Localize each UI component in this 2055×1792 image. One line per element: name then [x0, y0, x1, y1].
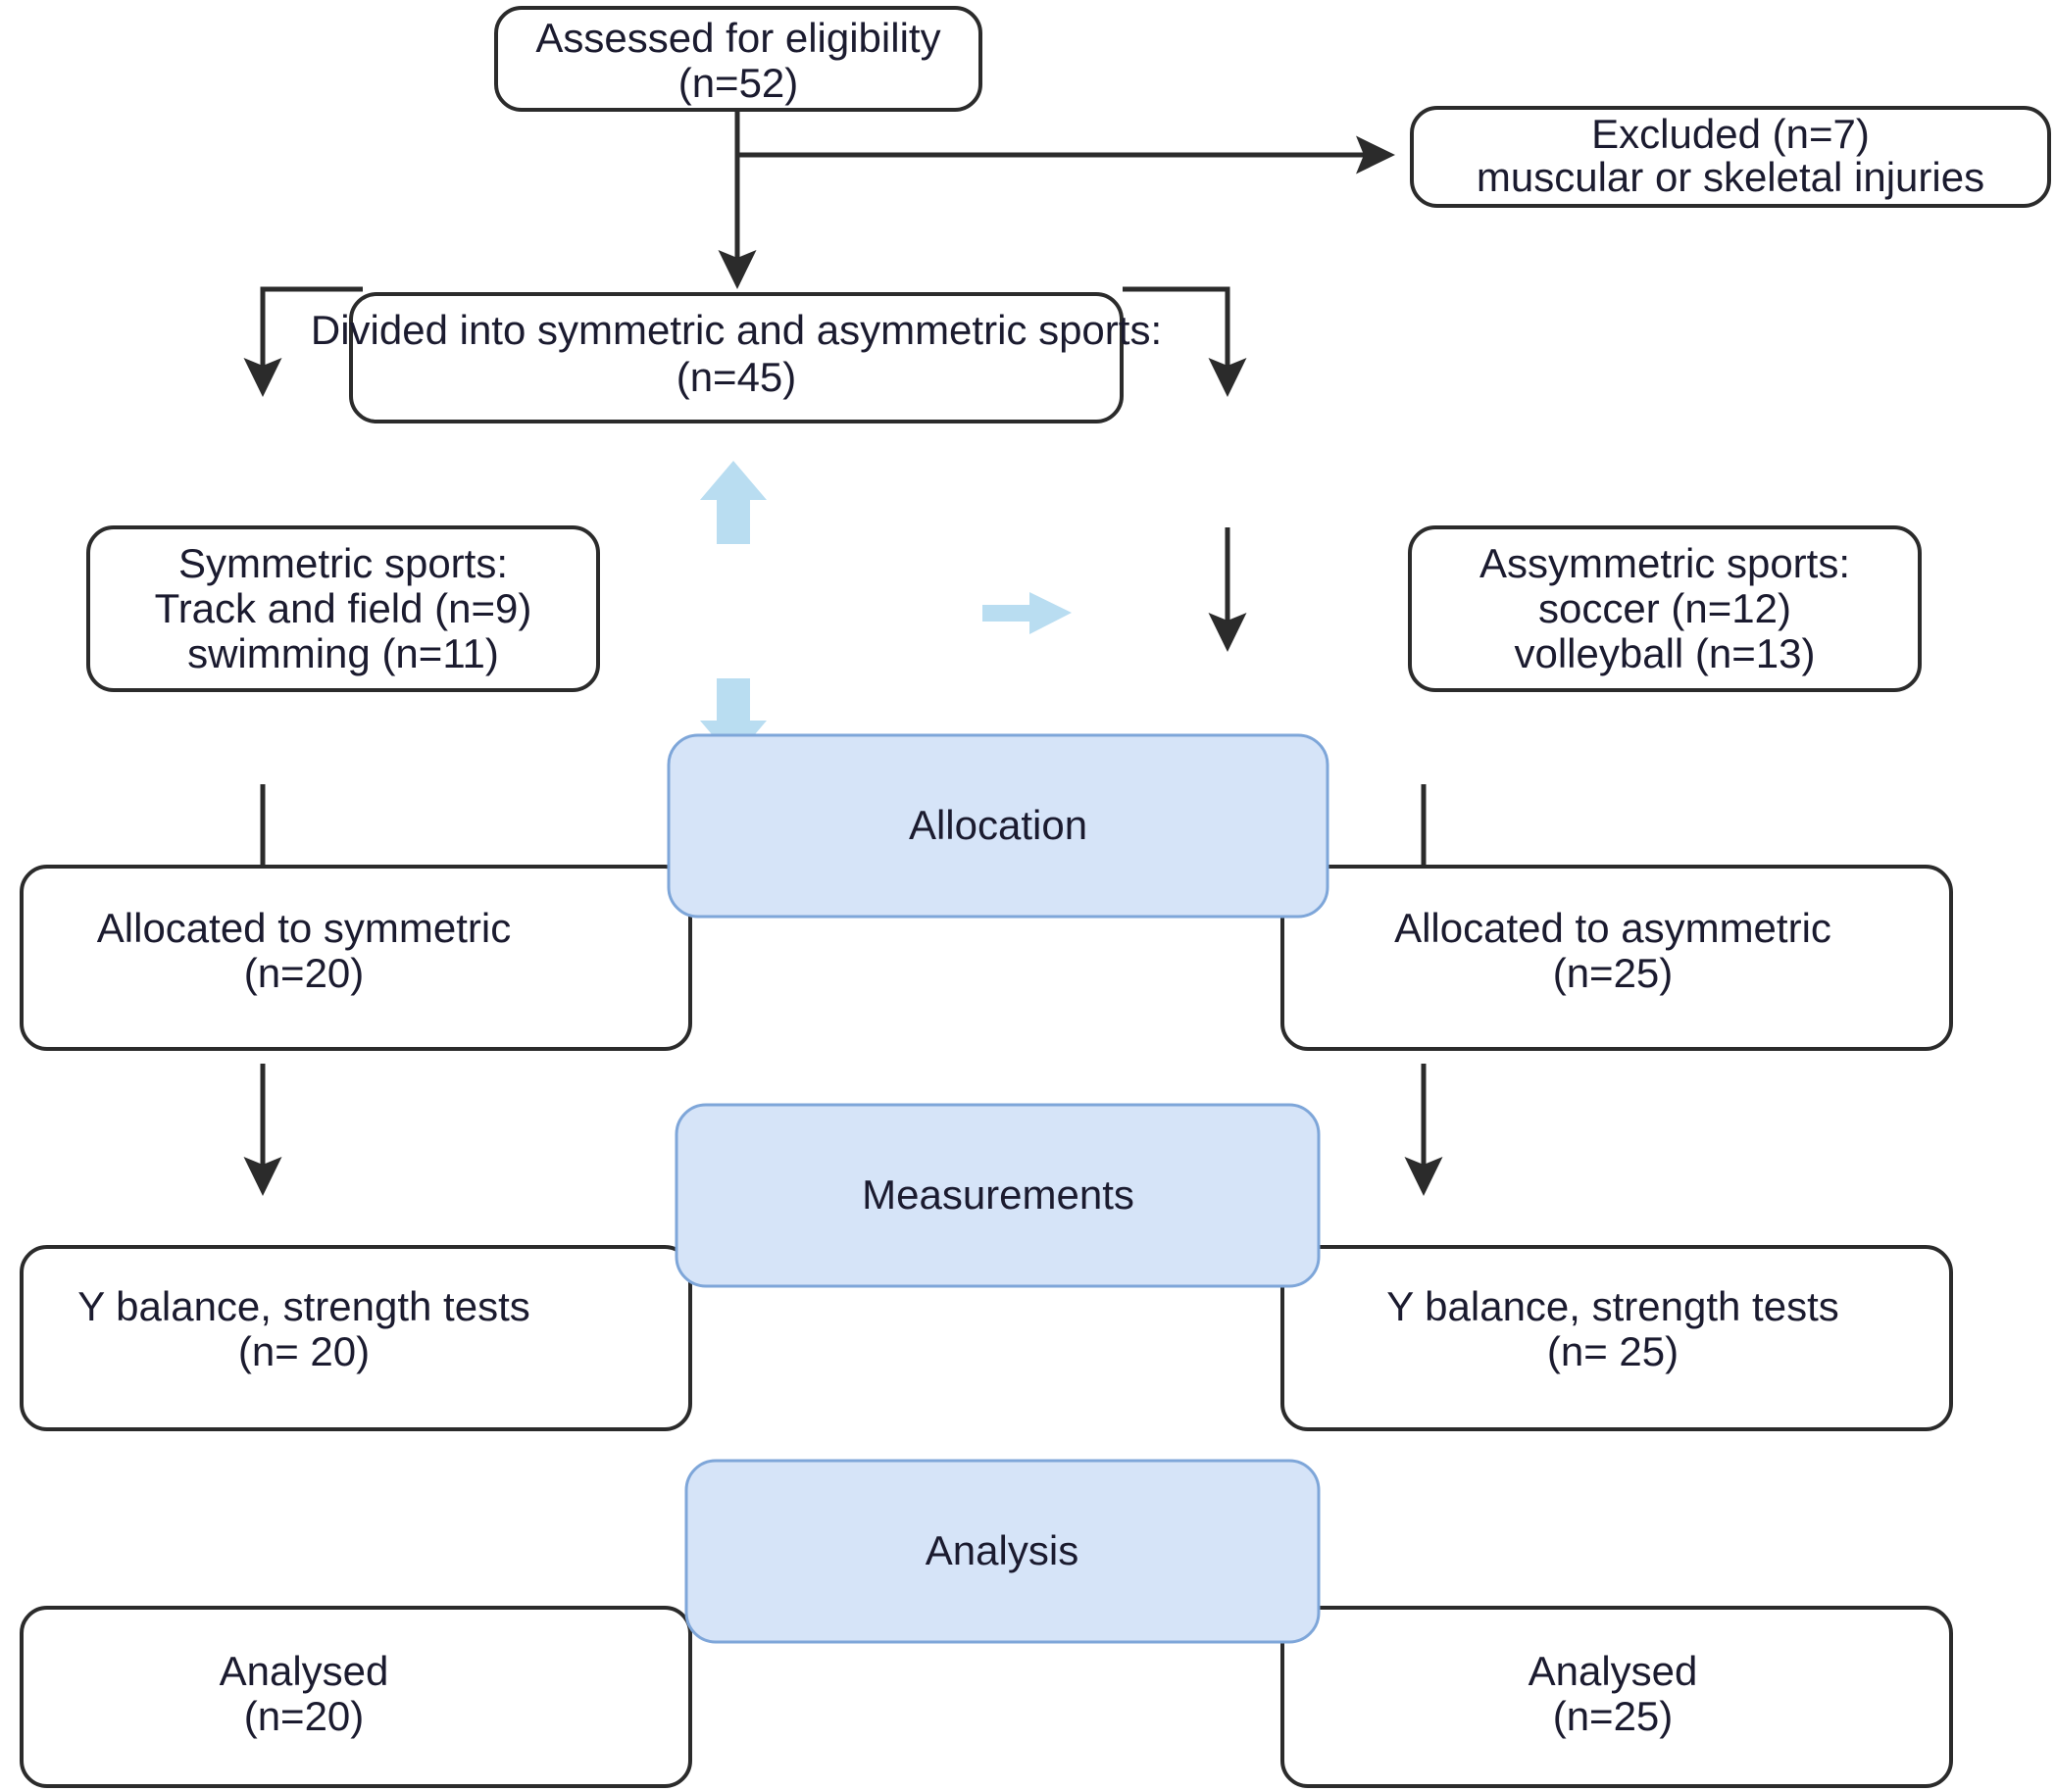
node-asymmetric-line-3: volleyball (n=13): [1514, 630, 1815, 676]
node-measure-left-line-2: (n= 20): [238, 1328, 370, 1374]
node-symmetric-line-3: swimming (n=11): [187, 630, 499, 676]
node-measure-left[interactable]: Y balance, strength tests (n= 20): [20, 1245, 692, 1431]
node-allocated-symmetric-line-1: Allocated to symmetric: [97, 905, 511, 951]
node-analysed-right-line-1: Analysed: [1529, 1648, 1698, 1694]
node-allocated-asymmetric-line-1: Allocated to asymmetric: [1394, 905, 1831, 951]
node-assessed-for-eligibility[interactable]: Assessed for eligibility (n=52): [494, 6, 982, 112]
node-divided-line-1: Divided into symmetric and asymmetric sp…: [311, 307, 1162, 353]
blue-arrow-up-icon: [700, 461, 767, 544]
node-measure-left-line-1: Y balance, strength tests: [77, 1283, 530, 1329]
stage-analysis[interactable]: Analysis: [684, 1459, 1321, 1644]
node-symmetric-line-2: Track and field (n=9): [155, 585, 532, 631]
node-allocated-symmetric-line-2: (n=20): [244, 950, 365, 996]
stage-analysis-label: Analysis: [926, 1527, 1078, 1573]
node-asymmetric-line-1: Assymmetric sports:: [1479, 540, 1850, 586]
node-asymmetric-sports[interactable]: Assymmetric sports: soccer (n=12) volley…: [1408, 525, 1922, 692]
node-allocated-asymmetric[interactable]: Allocated to asymmetric (n=25): [1280, 865, 1953, 1051]
node-measure-right-line-1: Y balance, strength tests: [1386, 1283, 1839, 1329]
node-divided-line-2: (n=45): [677, 354, 797, 400]
blue-arrow-right-icon: [982, 592, 1072, 634]
node-excluded[interactable]: Excluded (n=7) muscular or skeletal inju…: [1410, 106, 2051, 208]
node-assessed-line-2: (n=52): [678, 60, 799, 106]
node-excluded-line-2: muscular or skeletal injuries: [1477, 154, 1984, 200]
node-symmetric-line-1: Symmetric sports:: [178, 540, 508, 586]
stage-allocation-label: Allocation: [909, 802, 1087, 848]
stage-allocation[interactable]: Allocation: [667, 733, 1329, 919]
node-excluded-line-1: Excluded (n=7): [1591, 111, 1870, 157]
node-measure-right[interactable]: Y balance, strength tests (n= 25): [1280, 1245, 1953, 1431]
connector-divided-to-symmetric: [243, 286, 363, 397]
node-asymmetric-line-2: soccer (n=12): [1538, 585, 1791, 631]
stage-measurements[interactable]: Measurements: [675, 1103, 1321, 1288]
node-analysed-left[interactable]: Analysed (n=20): [20, 1606, 692, 1788]
node-measure-right-line-2: (n= 25): [1547, 1328, 1679, 1374]
node-analysed-left-line-1: Analysed: [220, 1648, 389, 1694]
node-analysed-right[interactable]: Analysed (n=25): [1280, 1606, 1953, 1788]
node-assessed-line-1: Assessed for eligibility: [535, 15, 940, 61]
node-analysed-right-line-2: (n=25): [1553, 1693, 1674, 1739]
node-allocated-symmetric[interactable]: Allocated to symmetric (n=20): [20, 865, 692, 1051]
node-analysed-left-line-2: (n=20): [244, 1693, 365, 1739]
node-allocated-asymmetric-line-2: (n=25): [1553, 950, 1674, 996]
node-symmetric-sports[interactable]: Symmetric sports: Track and field (n=9) …: [86, 525, 600, 692]
node-divided-sports[interactable]: Divided into symmetric and asymmetric sp…: [311, 292, 1162, 423]
stage-measurements-label: Measurements: [862, 1171, 1134, 1218]
connector-divided-to-asymmetric: [1123, 286, 1247, 397]
